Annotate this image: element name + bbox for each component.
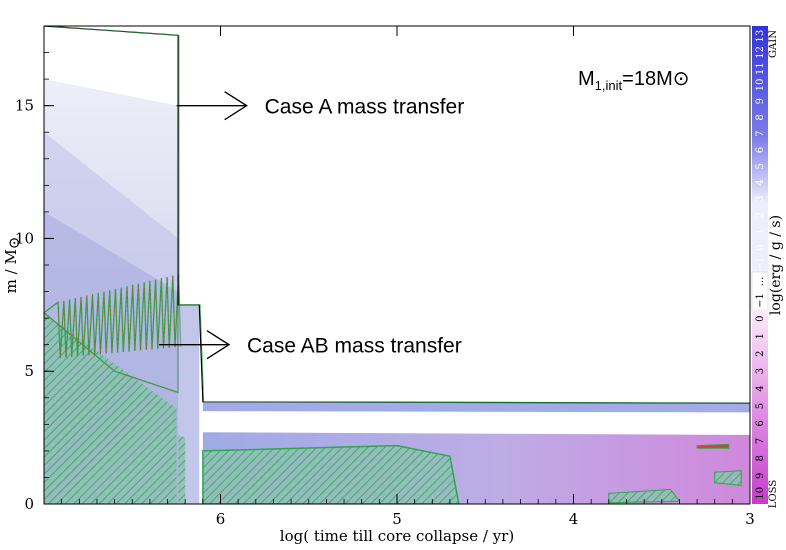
colorbar-unit-label: log(erg / g / s) — [768, 215, 784, 315]
annotation-arrowhead-0 — [224, 91, 248, 121]
colorbar-gain-tick-6: 7 — [755, 131, 766, 137]
core-strip — [178, 435, 186, 504]
colorbar-loss — [752, 310, 768, 504]
shell-island-1 — [696, 443, 730, 449]
colorbar-gain — [752, 26, 768, 272]
colorbar-loss-tick-3: 3 — [755, 368, 766, 374]
colorbar-gain-tick-0: 13 — [755, 30, 766, 43]
colorbar-gain-tick-5: 8 — [755, 114, 766, 120]
colorbar-gain-tick-9: 4 — [755, 179, 766, 185]
colorbar-loss-tick-9: 9 — [755, 473, 766, 479]
shell-island-3 — [714, 470, 742, 486]
x-tick-label-4: 4 — [569, 510, 579, 528]
colorbar-gain-tick-13: 0 — [755, 244, 766, 250]
colorbar-loss-label: LOSS — [768, 480, 779, 509]
upper-white-region — [44, 26, 179, 106]
colorbar-gain-tick-4: 9 — [755, 98, 766, 104]
colorbar-gain-tick-14: −1 — [755, 256, 766, 271]
colorbar-loss-tick-2: 2 — [755, 350, 766, 356]
colorbar-gain-tick-2: 11 — [755, 62, 766, 75]
colorbar-gain-tick-11: 2 — [755, 212, 766, 218]
sun-symbol: ⊙ — [5, 237, 23, 250]
colorbar-loss-tick-6: 6 — [755, 420, 766, 426]
colorbar-loss-tick-5: 5 — [755, 403, 766, 409]
colorbar-loss-tick-0: 0 — [755, 316, 766, 322]
annotation-text-1: Case AB mass transfer — [247, 335, 462, 358]
convective-core-early — [44, 312, 177, 504]
colorbar-loss-tick-10: 10 — [755, 487, 766, 500]
y-axis-label: m / M⊙ — [2, 237, 23, 294]
semiconvective-fingers — [44, 274, 181, 393]
radiative-gap — [202, 412, 750, 435]
plot-area — [44, 26, 750, 504]
colorbar-loss-tick-1: 1 — [755, 333, 766, 339]
convective-core-late — [202, 444, 460, 504]
colorbar-mid-tick-1: −1 — [755, 293, 766, 308]
star-mass-line-green — [44, 26, 750, 404]
x-tick-label-3: 3 — [745, 510, 755, 528]
x-axis-label: log( time till core collapse / yr) — [280, 527, 514, 545]
initial-mass-label: M1,init=18M⊙ — [578, 68, 690, 93]
colorbar-gain-label: GAIN — [768, 30, 779, 58]
colorbar-gain-tick-3: 10 — [755, 79, 766, 92]
colorbar-gain-tick-10: 3 — [755, 196, 766, 202]
colorbar-gain-tick-1: 12 — [755, 46, 766, 59]
colorbar-mid-tick-0: ... — [755, 277, 766, 287]
axes: 6 5 4 3 0 5 10 15 — [15, 25, 755, 528]
colorbar-gain-tick-7: 6 — [755, 147, 766, 153]
colorbar-gain-tick-12: 1 — [755, 228, 766, 234]
gain-shell-layer — [202, 401, 750, 413]
colorbar: 131211109876543210−1...−1012345678910GAI… — [751, 26, 784, 509]
y-tick-label-5: 5 — [24, 362, 34, 380]
x-tick-label-5: 5 — [392, 510, 402, 528]
y-axis-label-group: m / M⊙ — [2, 237, 23, 294]
y-tick-label-0: 0 — [24, 495, 34, 513]
y-tick-label-10: 10 — [15, 229, 34, 247]
x-tick-label-6: 6 — [216, 510, 226, 528]
colorbar-loss-tick-8: 8 — [755, 455, 766, 461]
y-tick-label-15: 15 — [15, 97, 34, 115]
colorbar-gain-tick-8: 5 — [755, 163, 766, 169]
annotation-arrowhead-1 — [206, 330, 231, 360]
annotation-text-0: Case A mass transfer — [265, 96, 465, 119]
colorbar-loss-tick-4: 4 — [755, 385, 766, 391]
colorbar-loss-tick-7: 7 — [755, 438, 766, 444]
